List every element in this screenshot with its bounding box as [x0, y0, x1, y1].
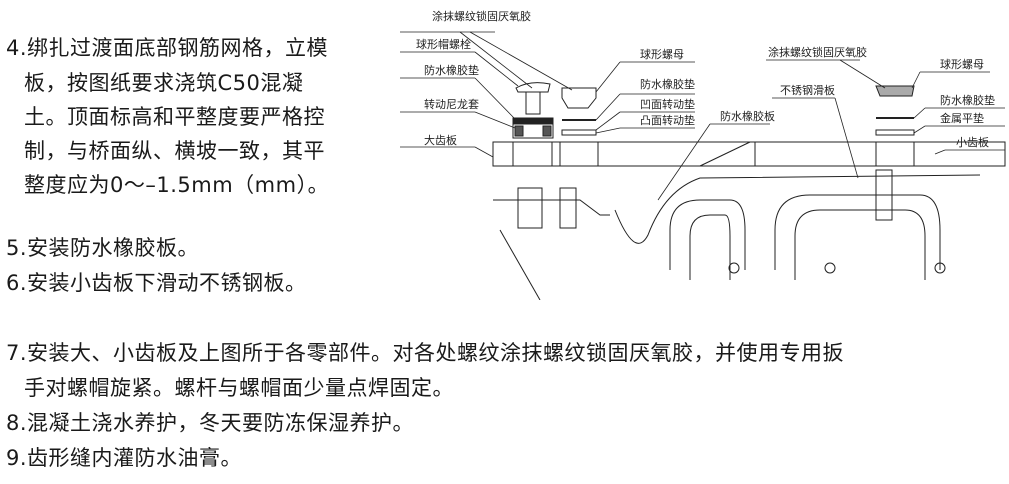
label-metal-washer: 金属平垫 [940, 111, 984, 125]
label-stainless-plate: 不锈钢滑板 [780, 83, 835, 97]
label-concave-pad: 凹面转动垫 [640, 97, 695, 111]
label-big-tooth-plate: 大齿板 [424, 133, 457, 147]
step-4-line-4: 制，与桥面纵、横坡一致，其平 [24, 139, 325, 163]
label-glue-left: 涂抹螺纹锁固厌氧胶 [432, 9, 531, 23]
label-ball-cap-bolt: 球形帽螺栓 [416, 37, 471, 51]
step-7-line-1: 7.安装大、小齿板及上图所于各零部件。对各处螺纹涂抹螺纹锁固厌氧胶，并使用专用扳 [6, 341, 845, 365]
label-rubber-sheet: 防水橡胶板 [720, 109, 775, 123]
expansion-joint-diagram: 涂抹螺纹锁固厌氧胶 球形帽螺栓 防水橡胶垫 转动尼龙套 大齿板 球形螺母 防水橡… [400, 9, 1006, 300]
step-8: 8.混凝土浇水养护，冬天要防冻保湿养护。 [6, 411, 415, 435]
label-small-tooth-plate: 小齿板 [956, 135, 989, 149]
label-ball-nut-left: 球形螺母 [640, 47, 684, 61]
step-7-line-2: 手对螺帽旋紧。螺杆与螺帽面少量点焊固定。 [24, 376, 454, 400]
step-6: 6.安装小齿板下滑动不锈钢板。 [6, 271, 307, 295]
label-glue-right: 涂抹螺纹锁固厌氧胶 [768, 45, 867, 59]
step-4-line-3: 土。顶面标高和平整度要严格控 [24, 105, 325, 129]
label-rubber-pad-left: 防水橡胶垫 [424, 63, 479, 77]
step-4-line-1: 4.绑扎过渡面底部钢筋网格，立模 [6, 36, 329, 60]
label-convex-pad: 凸面转动垫 [640, 113, 695, 127]
step-4-line-2: 板，按图纸要求浇筑C50混凝 [24, 71, 304, 95]
tooth-plates [492, 141, 1006, 167]
step-4-line-5: 整度应为0～–1.5mm（mm）。 [24, 173, 330, 197]
ball-nut-left [561, 87, 597, 109]
ball-cap-bolt [515, 82, 551, 93]
step-9: 9.齿形缝内灌防水油膏。 [6, 446, 243, 470]
ball-nut-right [875, 85, 915, 97]
step-5: 5.安装防水橡胶板。 [6, 236, 200, 260]
label-rubber-pad-mid: 防水橡胶垫 [640, 77, 695, 91]
label-nylon-sleeve: 转动尼龙套 [424, 97, 479, 111]
label-rubber-pad-right: 防水橡胶垫 [940, 93, 995, 107]
label-ball-nut-right: 球形螺母 [940, 57, 984, 71]
